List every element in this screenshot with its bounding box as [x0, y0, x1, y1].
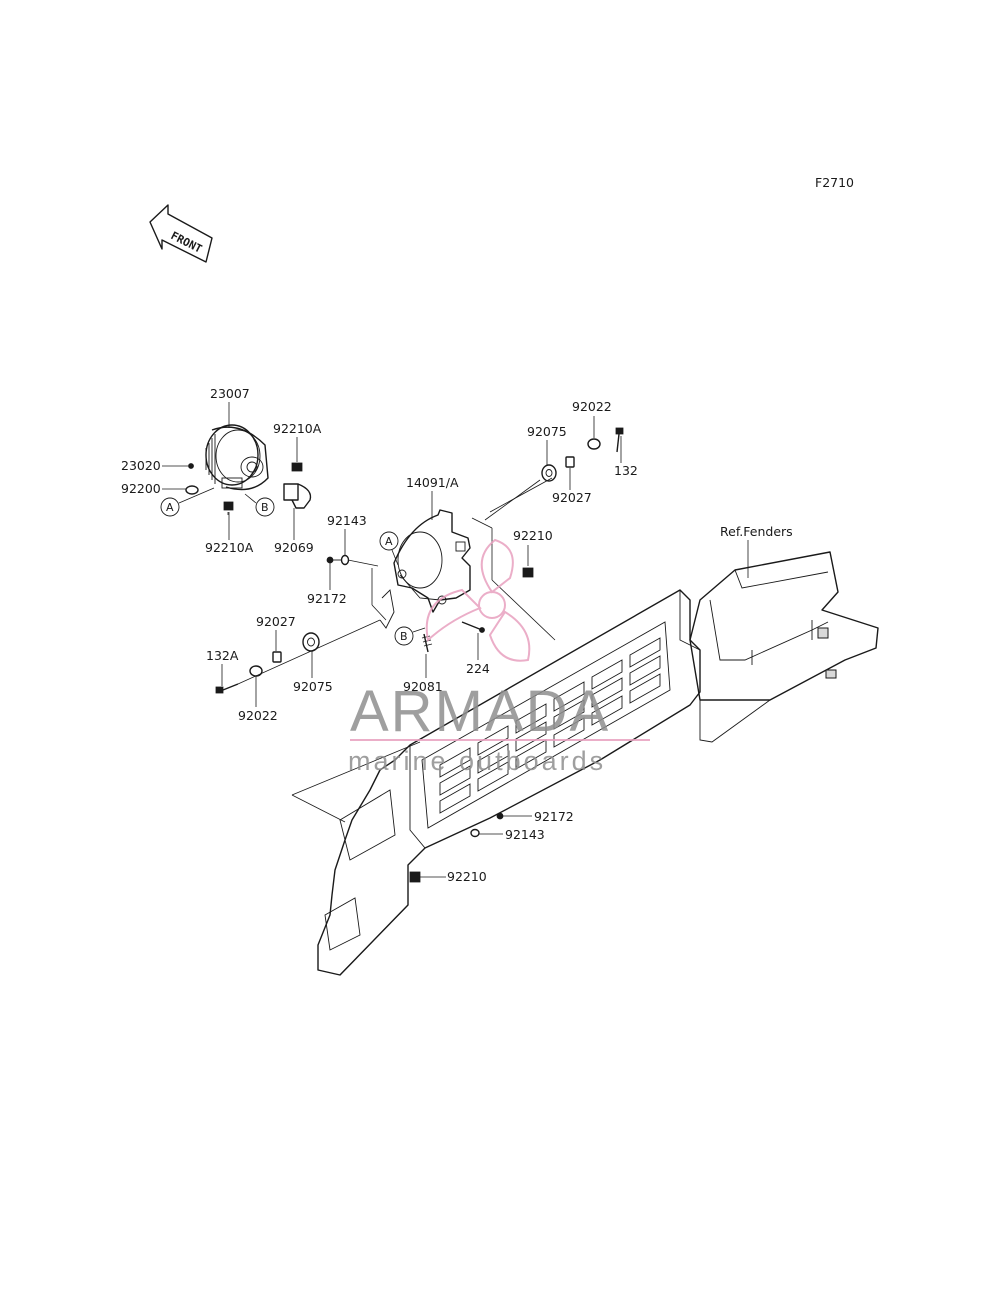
part-92027-left: 92027 [256, 614, 296, 629]
callout-b-left: B [255, 497, 275, 517]
grille-vents [439, 637, 661, 814]
callout-b-right: B [394, 626, 414, 646]
washer-92022-left [249, 665, 263, 677]
bolt-92172-bottom [496, 812, 504, 820]
part-92143-top: 92143 [327, 513, 367, 528]
part-23020: 23020 [121, 458, 161, 473]
svg-text:B: B [261, 501, 269, 514]
ref-fenders-label: Ref.Fenders [720, 524, 793, 539]
collar-92027-right [565, 456, 575, 468]
part-92075-left: 92075 [293, 679, 333, 694]
clip-92210A-top [291, 462, 303, 472]
part-23007: 23007 [210, 386, 250, 401]
part-92210-bottom: 92210 [447, 869, 487, 884]
front-arrow-icon: FRONT [149, 204, 213, 263]
part-92027-right: 92027 [552, 490, 592, 505]
watermark: ARMADA marine outboards [348, 538, 650, 776]
washer-92143-top [340, 554, 350, 566]
part-92172-bottom: 92172 [534, 809, 574, 824]
socket-92069 [283, 483, 312, 509]
part-92143-bottom: 92143 [505, 827, 545, 842]
bolt-132A [215, 683, 239, 694]
callout-a-right: A [379, 531, 399, 551]
svg-text:A: A [166, 501, 174, 514]
watermark-brand: ARMADA [350, 679, 610, 744]
part-92022-left: 92022 [238, 708, 278, 723]
part-92172-top: 92172 [307, 591, 347, 606]
part-92081: 92081 [403, 679, 443, 694]
clip-92210A-bottom [223, 501, 234, 511]
clip-92210-top [522, 567, 534, 578]
washer-92200 [185, 485, 199, 495]
propeller-logo-icon [425, 538, 531, 662]
part-92069: 92069 [274, 540, 314, 555]
bracket-14091A [379, 509, 471, 629]
washer-92143-bottom [470, 828, 480, 838]
part-92200: 92200 [121, 481, 161, 496]
part-92075-right: 92075 [527, 424, 567, 439]
part-132A: 132A [206, 648, 239, 663]
svg-text:B: B [400, 630, 408, 643]
part-14091A: 14091/A [406, 475, 459, 490]
bolt-132 [615, 427, 624, 453]
grommet-92075-right [541, 464, 557, 482]
bolt-92081 [421, 633, 433, 653]
grille-panel [317, 589, 701, 976]
watermark-tagline: marine outboards [348, 746, 606, 776]
bolt-92172-top [326, 556, 334, 564]
washer-92022-right [587, 438, 601, 450]
part-92210A-top: 92210A [273, 421, 322, 436]
part-224: 224 [466, 661, 490, 676]
screw-224 [461, 621, 485, 633]
figure-code: F2710 [815, 175, 854, 190]
part-132: 132 [614, 463, 638, 478]
part-92210A-bottom: 92210A [205, 540, 254, 555]
headlight-23007 [205, 424, 269, 491]
svg-text:A: A [385, 535, 393, 548]
part-92022-right: 92022 [572, 399, 612, 414]
part-92210-top: 92210 [513, 528, 553, 543]
collar-92027-left [272, 651, 282, 663]
callout-a-left: A [160, 497, 180, 517]
clip-92210-bottom [409, 871, 421, 883]
fender-bracket [689, 551, 879, 743]
